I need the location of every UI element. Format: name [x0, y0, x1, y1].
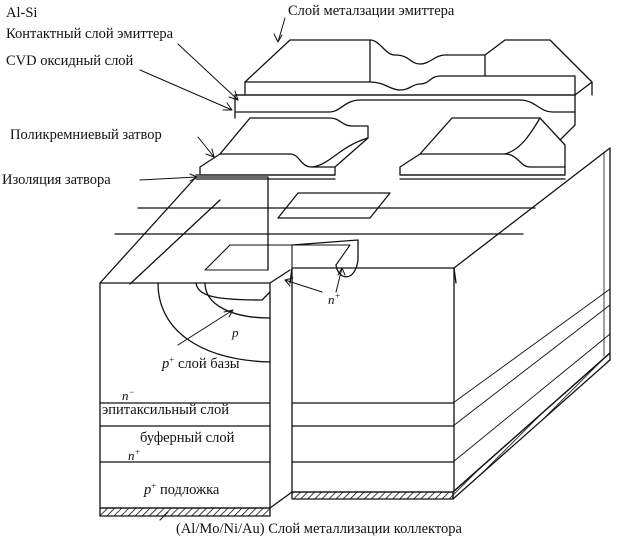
- p-body-inner: [204, 282, 271, 319]
- cvd-oxide: [234, 94, 576, 113]
- n-plus-emitter-left: [195, 282, 271, 301]
- leader-lines: [139, 17, 346, 521]
- leader-isolation: [139, 176, 198, 181]
- p-plus-base-label: p+ слой базы: [162, 355, 240, 372]
- collector-metal-right: [291, 491, 454, 500]
- side-face-right: [452, 147, 611, 493]
- poly-gate-right: [399, 153, 566, 176]
- contact-layer-label: Контактный слой эмиттера: [6, 26, 174, 42]
- n-plus-emitter-label: n+: [328, 291, 341, 307]
- n-minus-mark: n−: [122, 387, 135, 403]
- leader-poly: [197, 136, 215, 158]
- n-plus-buffer-mark: n+: [128, 447, 141, 463]
- collector-metal-label: (Al/Mo/Ni/Au) Слой металлизации коллекто…: [176, 521, 462, 537]
- emitter-metal-label: Слой металзации эмиттера: [288, 3, 455, 19]
- leader-cvd: [139, 69, 233, 111]
- cvd-oxide-label: CVD оксидный слой: [6, 53, 134, 69]
- buffer-layer-label: буферный слой: [140, 430, 235, 446]
- poly-gate-left: [199, 153, 336, 176]
- leader-n-plus: [284, 279, 323, 293]
- epitaxial-layer-label: эпитаксильный слой: [102, 402, 229, 418]
- al-si-label: Al-Si: [6, 5, 38, 21]
- leader-p-base: [177, 309, 234, 346]
- gate-isolation-label: Изоляция затвора: [2, 172, 111, 188]
- n-plus-emitter-right: [335, 259, 359, 278]
- substrate-label: p+ подложка: [144, 481, 220, 498]
- poly-gate-label: Поликремниевый затвор: [10, 127, 162, 143]
- emitter-metal: [244, 39, 593, 96]
- leader-collector: [159, 511, 169, 521]
- collector-metal-left: [99, 507, 271, 517]
- leader-emitter-metal: [277, 17, 286, 43]
- leader-contact: [177, 43, 239, 101]
- front-face-right: [289, 267, 457, 493]
- p-body-label: p: [232, 325, 239, 340]
